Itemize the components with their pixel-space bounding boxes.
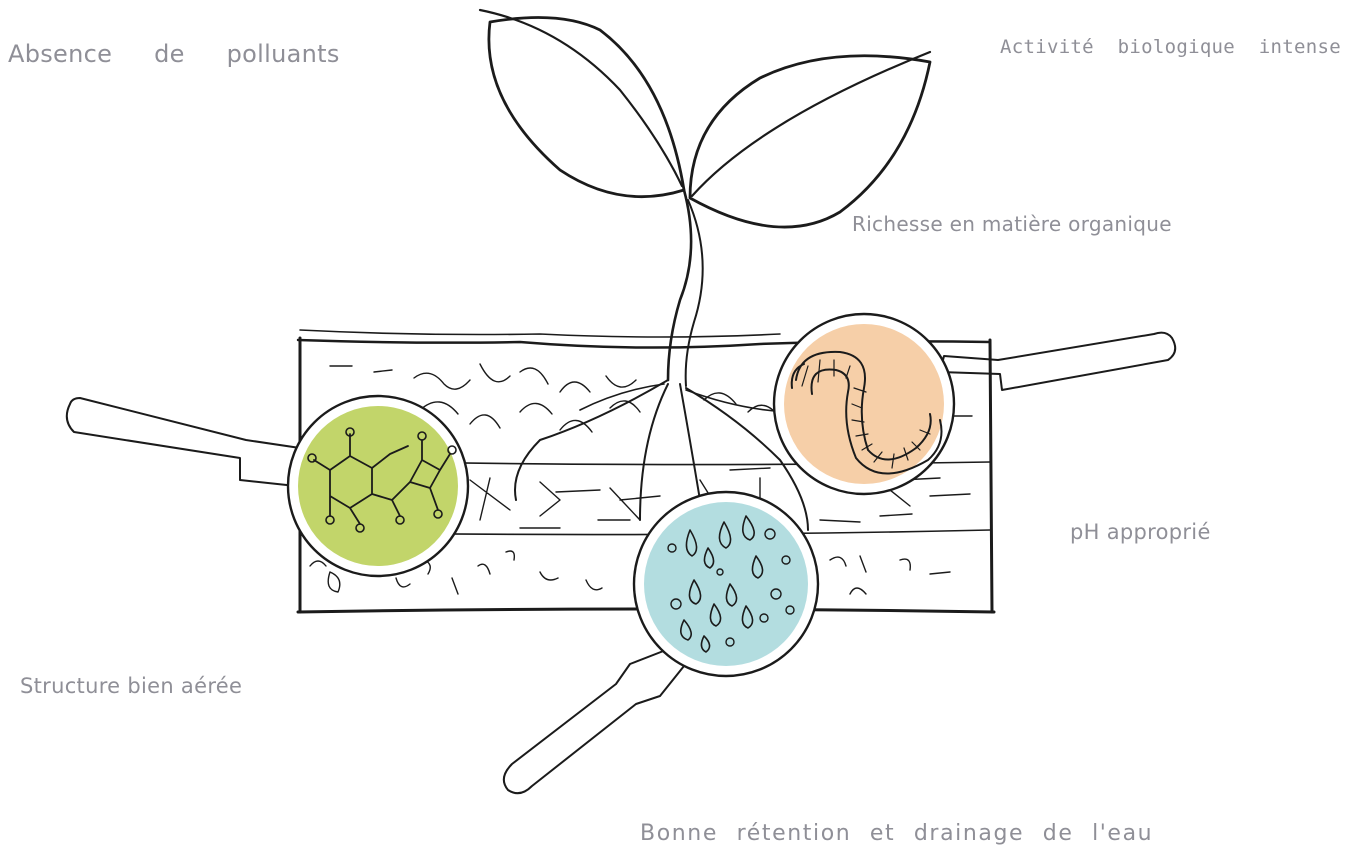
label-retention-drainage: Bonne rétention et drainage de l'eau (640, 821, 1153, 846)
label-absence-polluants: Absence de polluants (8, 40, 340, 68)
magnifier-molecule-icon (67, 396, 468, 576)
label-activite-biologique: Activité biologique intense (1000, 36, 1341, 58)
label-ph-approprie: pH approprié (1070, 520, 1211, 544)
label-structure-aeree: Structure bien aérée (20, 674, 242, 698)
magnifier-water-drops-icon (504, 492, 818, 793)
label-richesse-matiere-organique: Richesse en matière organique (852, 212, 1172, 236)
